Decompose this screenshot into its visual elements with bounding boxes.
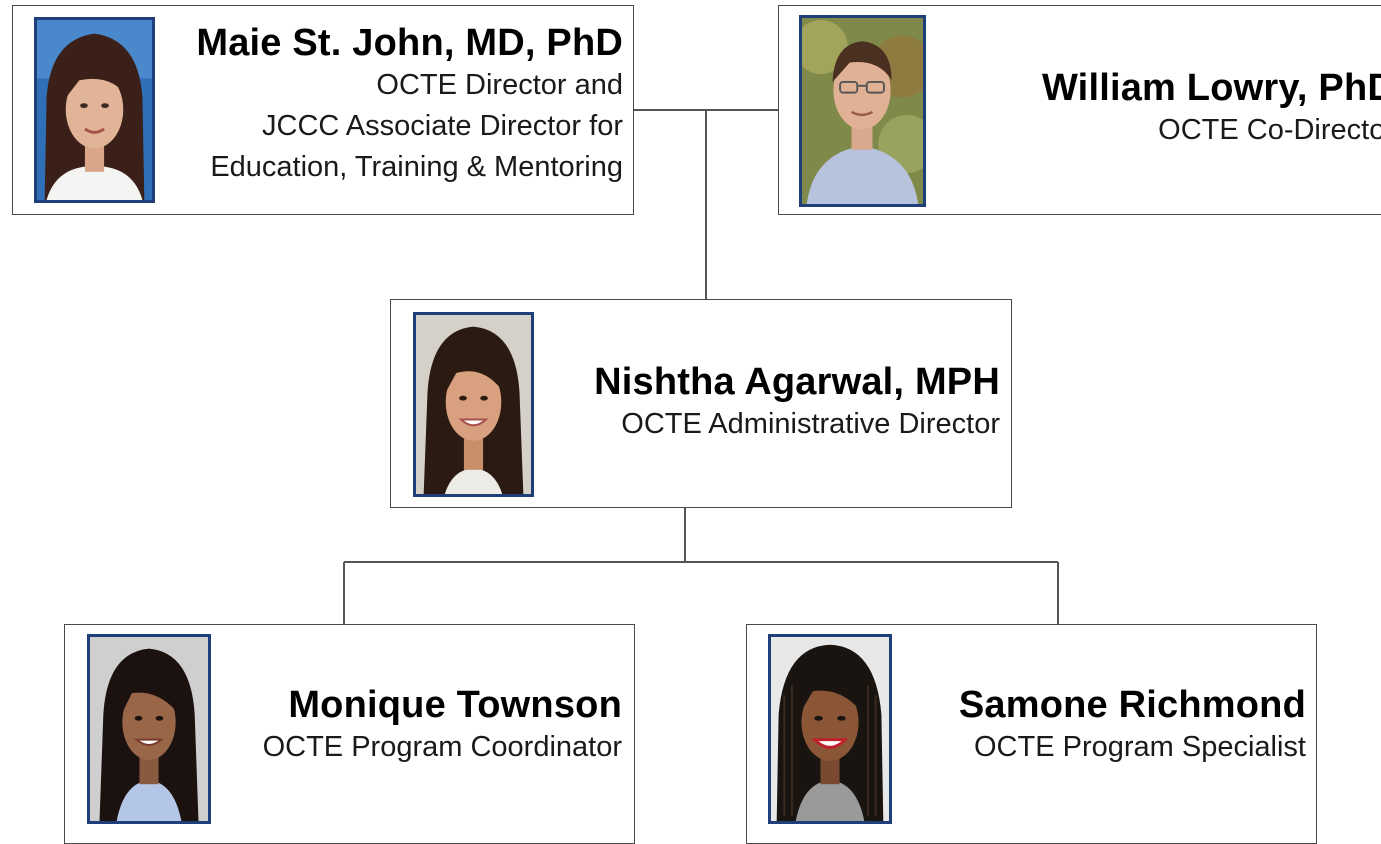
co-director-name: William Lowry, PhD <box>1041 67 1381 109</box>
coordinator-title: OCTE Program Coordinator <box>262 731 622 763</box>
co-director-photo <box>799 15 926 207</box>
specialist-name: Samone Richmond <box>958 684 1306 726</box>
specialist-card: Samone Richmond OCTE Program Specialist <box>746 624 1317 844</box>
admin-director-info: Nishtha Agarwal, MPH OCTE Administrative… <box>594 360 1000 445</box>
co-director-info: William Lowry, PhD OCTE Co-Director <box>951 66 1381 151</box>
co-director-title: OCTE Co-Director <box>1158 114 1381 146</box>
admin-director-photo <box>413 312 534 497</box>
coordinator-card: Monique Townson OCTE Program Coordinator <box>64 624 635 844</box>
admin-director-name: Nishtha Agarwal, MPH <box>594 361 1000 403</box>
coordinator-info: Monique Townson OCTE Program Coordinator <box>263 683 622 768</box>
director-name: Maie St. John, MD, PhD <box>196 22 623 64</box>
director-info: Maie St. John, MD, PhD OCTE Director and… <box>196 21 623 188</box>
coordinator-photo <box>87 634 211 824</box>
specialist-info: Samone Richmond OCTE Program Specialist <box>959 683 1306 768</box>
director-title-line: Education, Training & Mentoring <box>210 151 623 183</box>
specialist-photo <box>768 634 892 824</box>
co-director-card: William Lowry, PhD OCTE Co-Director <box>778 5 1381 215</box>
specialist-title: OCTE Program Specialist <box>974 731 1306 763</box>
director-title-line: OCTE Director and <box>376 69 623 101</box>
director-card: Maie St. John, MD, PhD OCTE Director and… <box>12 5 634 215</box>
director-photo <box>34 17 155 203</box>
admin-director-title: OCTE Administrative Director <box>621 408 1000 440</box>
admin-director-card: Nishtha Agarwal, MPH OCTE Administrative… <box>390 299 1012 508</box>
director-title-line: JCCC Associate Director for <box>262 110 623 142</box>
coordinator-name: Monique Townson <box>288 684 622 726</box>
